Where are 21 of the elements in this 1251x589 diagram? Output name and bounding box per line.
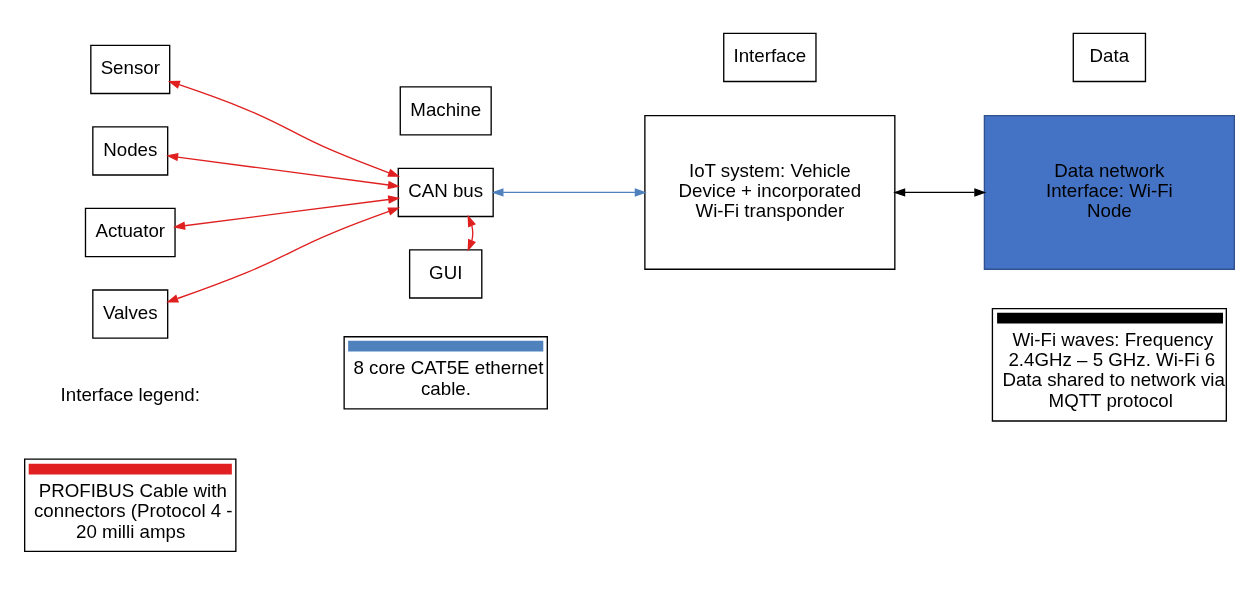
arrow <box>167 80 401 177</box>
node-box: Data network Interface: Wi-Fi Node <box>983 114 1235 270</box>
arrow <box>491 187 647 197</box>
node-box: CAN bus <box>397 167 494 217</box>
node-box: Data <box>1072 32 1147 82</box>
arrow <box>166 206 401 302</box>
arrow <box>173 194 401 230</box>
arrow <box>166 152 400 189</box>
node-box: GUI <box>408 248 483 299</box>
label: Interface legend: <box>60 383 200 405</box>
legend-label: PROFIBUS Cable with connectors (Protocol 4 - 20 milli amps <box>34 479 233 542</box>
node-box: Sensor <box>90 44 171 94</box>
node-box: Nodes <box>92 125 169 176</box>
legend-label: Wi-Fi waves: Frequency 2.4GHz – 5 GHz. Wi-Fi 6 Data shared to network via MQTT protocol <box>1002 328 1225 411</box>
arrow <box>893 187 987 197</box>
legend-label: 8 core CAT5E ethernet cable. <box>353 356 544 399</box>
node-box: Valves <box>92 288 169 339</box>
node-box: Interface <box>723 32 817 82</box>
node-box: Actuator <box>84 207 176 257</box>
node-box: Machine <box>399 85 492 136</box>
node-box: IoT system: Vehicle Device + incorporated Wi-Fi transponder <box>644 114 896 270</box>
